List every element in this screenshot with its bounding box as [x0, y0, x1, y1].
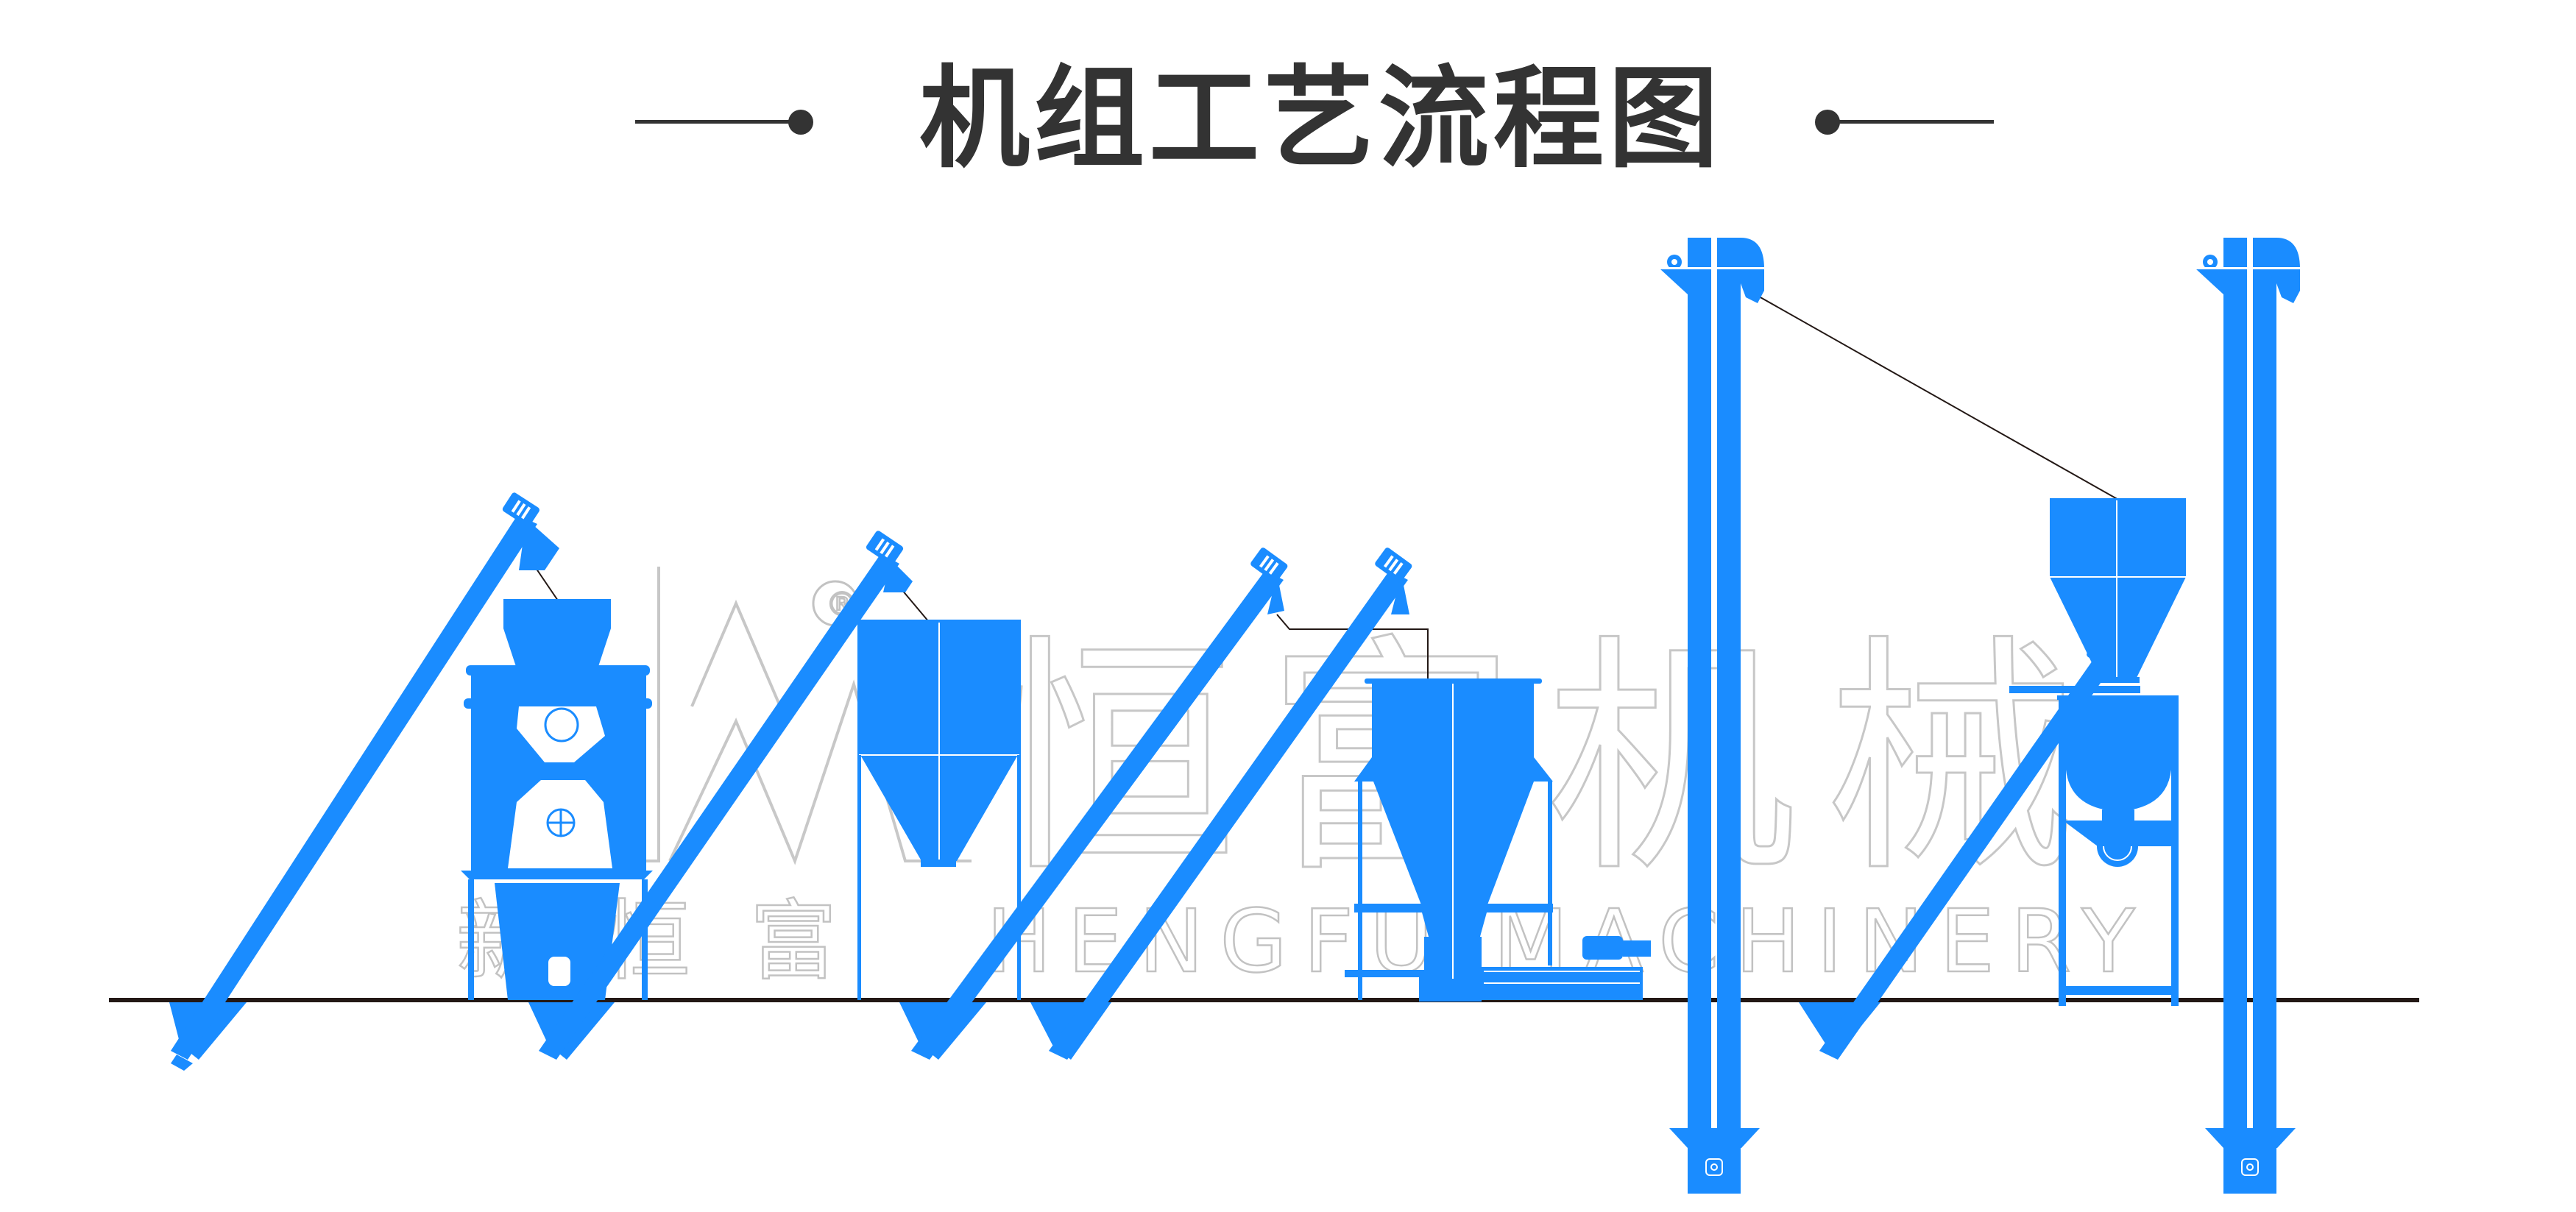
mixer[interactable] [2057, 695, 2179, 1006]
screw-conveyor-2[interactable] [528, 529, 913, 1060]
conveyor-3-drive-head [1249, 546, 1289, 584]
feed-chute [2009, 686, 2140, 693]
dryer-unit[interactable] [461, 599, 653, 1000]
conveyor-1-outlet [519, 519, 559, 570]
conveyor-4-outlet [1391, 574, 1409, 614]
title-left-dot [788, 110, 813, 135]
connector-elevator1-to-product-hopper [1758, 296, 2120, 501]
title-right-line [1827, 120, 1994, 124]
screw-conveyor-3[interactable] [899, 546, 1289, 1060]
conveyor-2-outlet [883, 559, 913, 592]
screw-conveyor-1[interactable] [169, 491, 559, 1071]
watermark: ® 恒富机械 新 恒 富 HENGFU MACHINERY [456, 567, 2136, 993]
ground-line [109, 998, 2419, 1002]
bucket-elevator-1[interactable] [1660, 238, 1766, 1194]
title-header: 机组工艺流程图 [0, 0, 2576, 221]
conveyor-1-drive-head [501, 491, 541, 528]
bucket-elevator-2[interactable] [2195, 238, 2302, 1194]
conveyor-3-outlet [1267, 574, 1284, 614]
page-title: 机组工艺流程图 [919, 55, 1723, 183]
title-left-line [635, 120, 801, 124]
storage-silo[interactable] [857, 620, 1021, 1000]
finished-product-hopper[interactable] [2009, 498, 2186, 693]
watermark-brand-cn: 恒富机械 [986, 614, 2105, 906]
screw-conveyor-4[interactable] [1030, 546, 1413, 1060]
conveyor-2-drive-head [865, 529, 905, 567]
conveyor-1-tail [171, 1055, 193, 1071]
premix-hopper[interactable] [1345, 678, 1651, 1002]
conveyor-4-drive-head [1373, 546, 1413, 584]
drive-motor [1582, 936, 1623, 960]
screw-conveyor-5[interactable] [1799, 637, 2125, 1060]
